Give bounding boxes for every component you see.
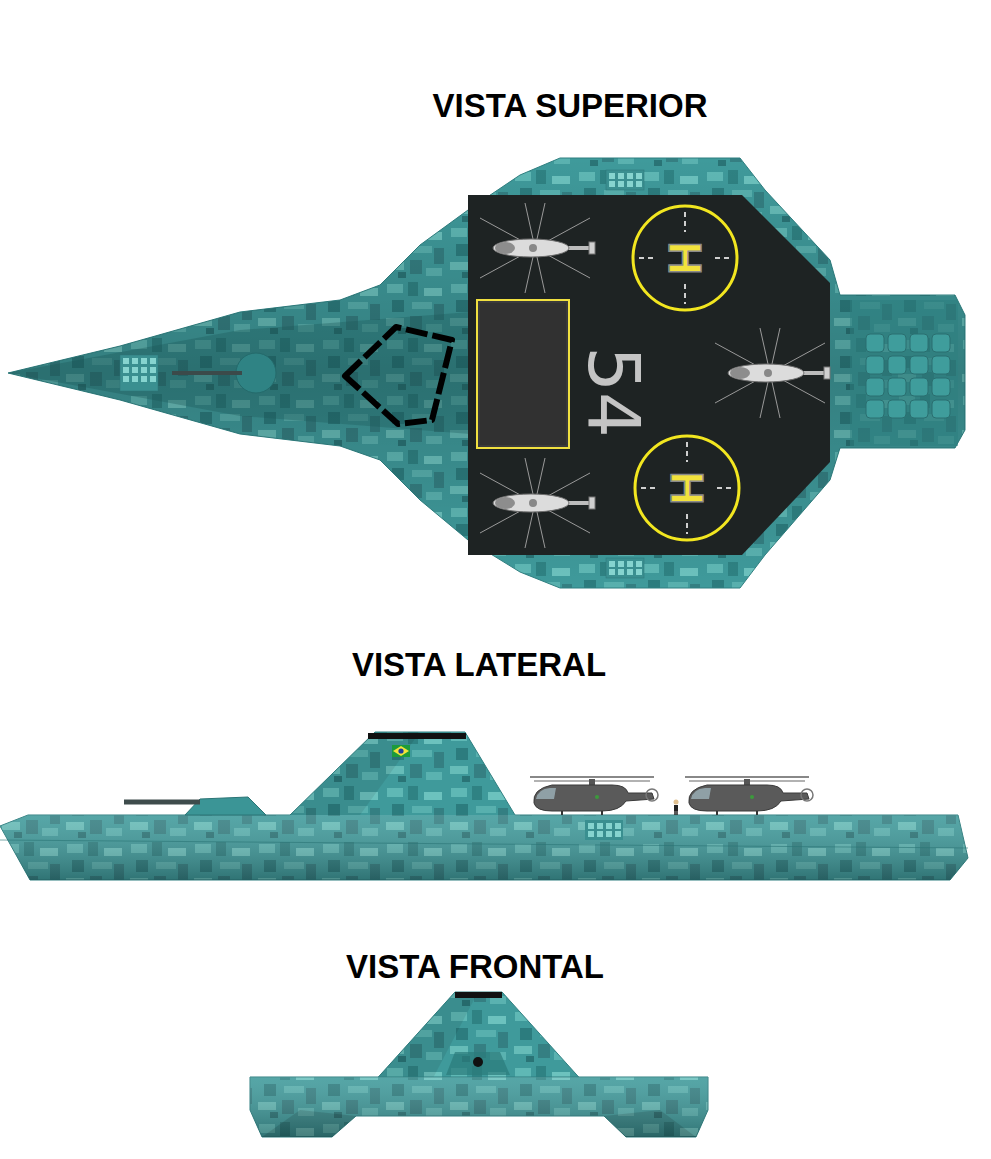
- view-title: VISTA LATERAL: [352, 646, 606, 684]
- helipad-circle: H: [630, 203, 740, 313]
- hull-number: 54: [578, 346, 650, 438]
- view-title: VISTA FRONTAL: [346, 948, 604, 986]
- front-view: [250, 992, 708, 1137]
- helipad-letter: H: [664, 471, 710, 504]
- top-view: [8, 158, 965, 588]
- helipad-circle: H: [632, 433, 742, 543]
- side-view: [0, 732, 968, 880]
- helipad-letter: H: [662, 241, 708, 274]
- view-title: VISTA SUPERIOR: [432, 87, 707, 125]
